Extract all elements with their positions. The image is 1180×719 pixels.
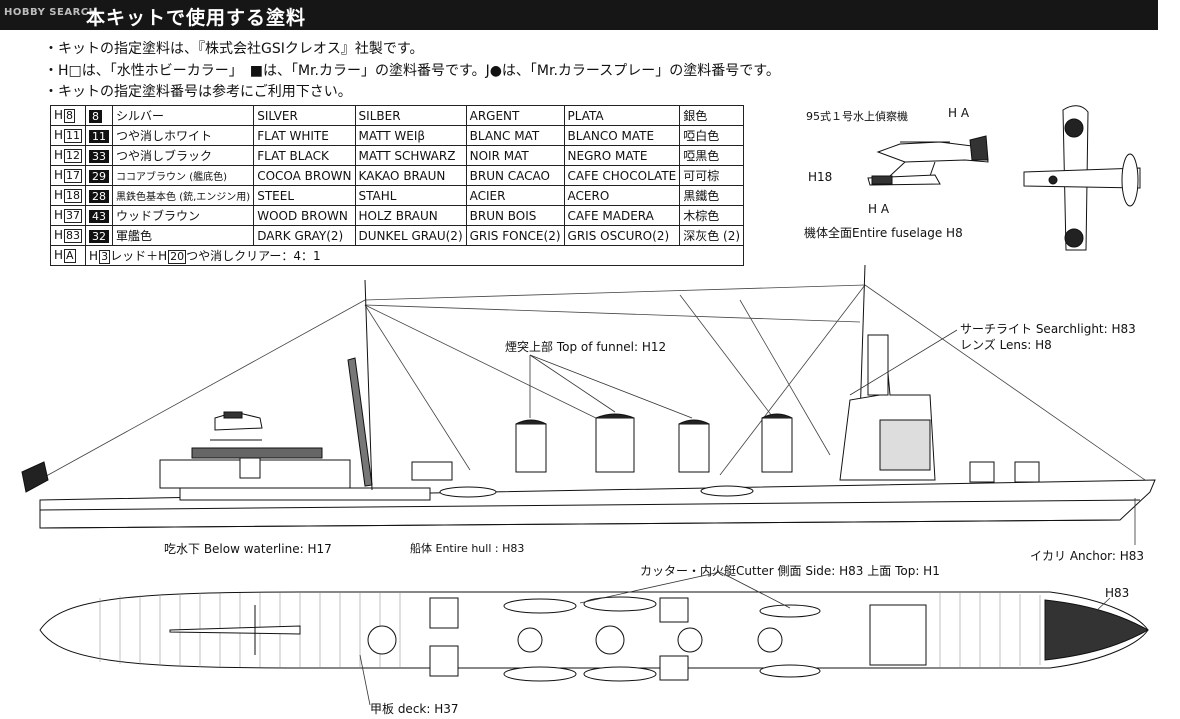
paint-en: FLAT WHITE: [253, 125, 356, 146]
mr-color-code: 8: [85, 105, 114, 126]
watermark-logo: HOBBY SEARCH: [4, 7, 98, 18]
bow-label: H83: [1105, 586, 1130, 600]
paint-de: MATT WEIβ: [354, 125, 467, 146]
paint-es: NEGRO MATE: [563, 145, 681, 166]
paint-cn: 深灰色 (2): [679, 225, 745, 246]
paint-en: FLAT BLACK: [253, 145, 356, 166]
paint-de: KAKAO BRAUN: [354, 165, 467, 186]
lens-label: レンズ Lens: H8: [960, 338, 1052, 352]
paint-en: SILVER: [253, 105, 356, 126]
paint-es: CAFE CHOCOLATE: [563, 165, 681, 186]
header-bar: [0, 0, 1158, 30]
anchor-label: イカリ Anchor: H83: [1030, 549, 1145, 563]
paint-jp: つや消しホワイト: [112, 125, 255, 146]
note-line-1: ・キットの指定塗料は、『株式会社GSIクレオス』社製です。: [44, 41, 424, 57]
paint-es: BLANCO MATE: [563, 125, 681, 146]
page-title: 本キットで使用する塗料: [86, 7, 307, 29]
hull-label: 船体 Entire hull : H83: [410, 542, 525, 555]
paint-cn: 可可棕: [679, 165, 745, 186]
plane-code-top: H A: [948, 106, 970, 120]
seaplane-top-view: [1023, 105, 1141, 251]
note-line-2: ・H□は、「水性ホビーカラー」 ■は、「Mr.カラー」の塗料番号です。J●は、「…: [44, 63, 780, 79]
note-line-3: ・キットの指定塗料番号は参考にご利用下さい。: [44, 84, 352, 100]
paint-de: DUNKEL GRAU(2): [354, 225, 467, 246]
paint-cn: 黒鐵色: [679, 185, 745, 206]
deck-label: 甲板 deck: H37: [370, 702, 459, 716]
plane-code-left: H18: [808, 170, 833, 184]
mr-color-code: 29: [85, 165, 114, 186]
paint-fr: BRUN CACAO: [465, 165, 565, 186]
paint-de: HOLZ BRAUN: [354, 205, 467, 226]
hull-side-view: [21, 264, 1156, 529]
paint-fr: ACIER: [465, 185, 565, 206]
deck-plan: [39, 591, 1150, 682]
plane-title: 95式１号水上偵察機: [806, 110, 908, 123]
paint-en: DARK GRAY(2): [253, 225, 356, 246]
seaplane-side-view: [867, 135, 989, 186]
searchlight-label: サーチライト Searchlight: H83: [960, 322, 1136, 336]
paint-fr: NOIR MAT: [465, 145, 565, 166]
cutter-label: カッター・内火艇Cutter 側面 Side: H83 上面 Top: H1: [640, 564, 940, 578]
paint-jp: シルバー: [112, 105, 255, 126]
paint-cn: 銀色: [679, 105, 745, 126]
paint-en: WOOD BROWN: [253, 205, 356, 226]
funnel-label: 煙突上部 Top of funnel: H12: [505, 340, 667, 354]
plane-code-bottom: H A: [868, 202, 890, 216]
plane-fuselage-label: 機体全面Entire fuselage H8: [804, 226, 963, 240]
paint-es: CAFE MADERA: [563, 205, 681, 226]
mr-color-code: 11: [85, 125, 114, 146]
paint-fr: GRIS FONCE(2): [465, 225, 565, 246]
waterline-label: 吃水下 Below waterline: H17: [164, 542, 332, 556]
paint-fr: BLANC MAT: [465, 125, 565, 146]
paint-de: MATT SCHWARZ: [354, 145, 467, 166]
